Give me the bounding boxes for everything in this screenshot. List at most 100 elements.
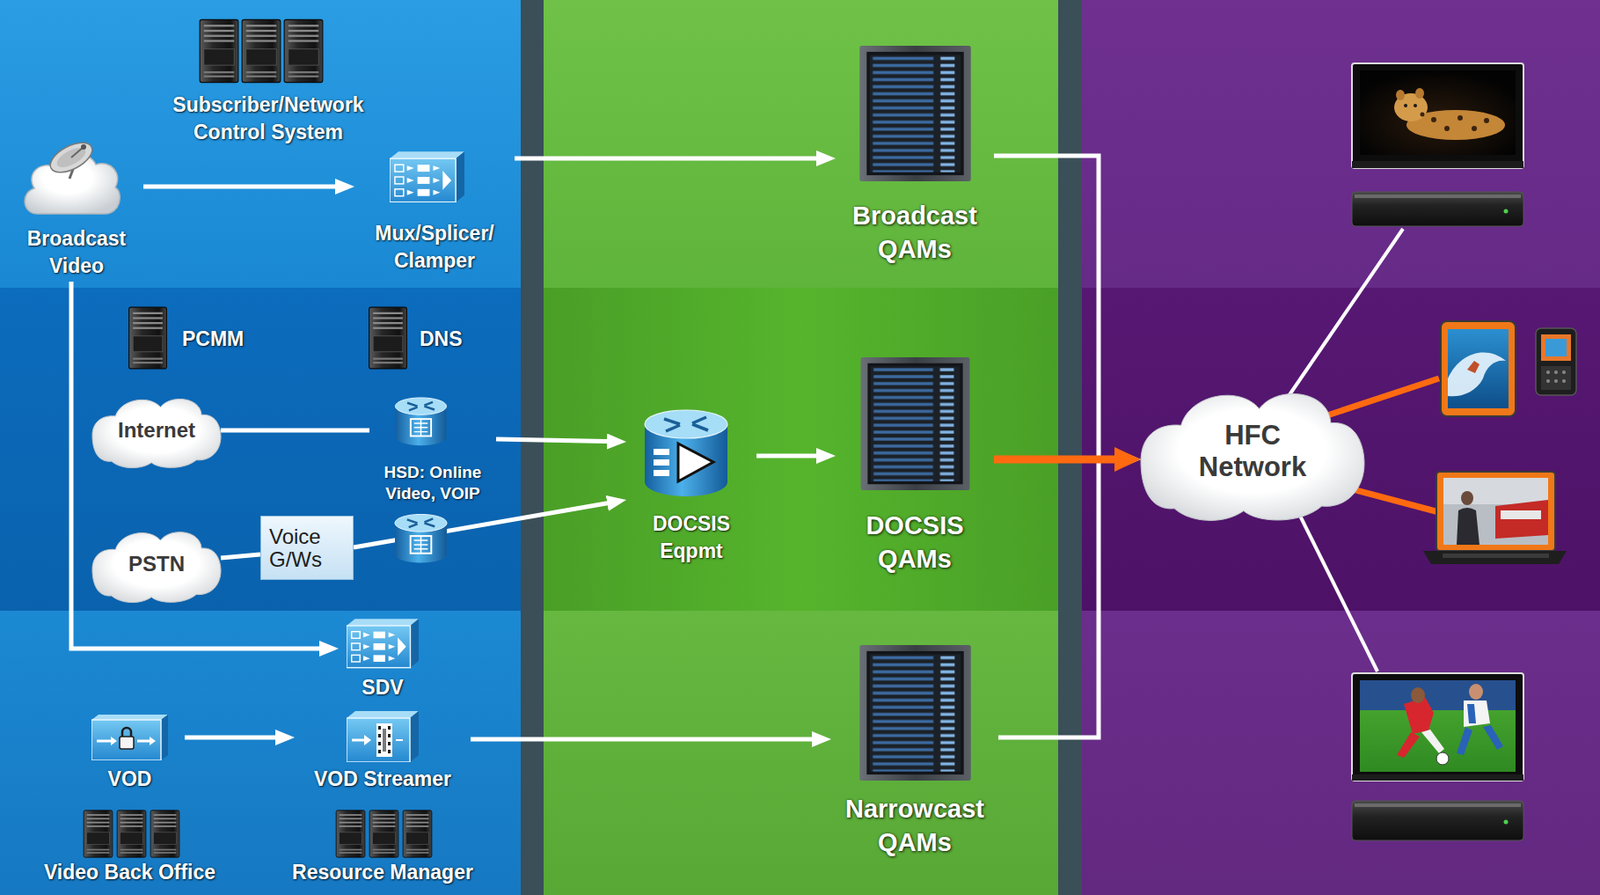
streamer-node: VOD Streamer [294,703,471,796]
server-icon [150,810,180,857]
node-label: HFC Network [1186,419,1319,483]
server-icon [199,19,239,82]
laptop-illustration [1443,477,1549,505]
tv-illustration [1359,679,1516,772]
tablet-illustration [1440,321,1516,417]
tv-illustration [1436,752,1449,765]
set-top-box [1504,209,1509,214]
tablet-illustration [1440,321,1516,417]
qam-node: DOCSIS QAMs [835,351,994,578]
tv-illustration [1403,103,1408,108]
flow-arrow [756,453,827,459]
access-band [1081,287,1600,611]
server-icon [241,19,281,82]
laptop-illustration [1500,510,1542,519]
cloud-outline [1140,394,1365,521]
mux-icon [389,151,465,202]
qam-rack [859,644,971,781]
node-label: Broadcast QAMs [840,198,990,266]
node-label: HSD: Online Video, VOIP [372,461,493,505]
hfc-drop-lines [1319,378,1440,418]
phone-illustration [1562,370,1566,374]
server-icon [116,810,147,857]
flow-arrow [71,281,330,649]
set-top-box [1351,800,1524,841]
sdv-node: SDV [338,613,427,704]
access-band [1081,610,1600,895]
cloud-outline [92,532,221,603]
node-label: Narrowcast QAMs [835,791,994,859]
flow-arrow [220,428,370,433]
set-top-box [1354,803,1521,807]
tablet-illustration [1467,360,1480,373]
network-cloud: HFC Network [1140,379,1365,523]
tv-illustration [1463,700,1491,727]
laptop-illustration [1436,471,1556,551]
flow-arrow [353,501,618,548]
laptop-illustration [1442,553,1549,558]
flow-arrow [470,737,823,742]
hfc-drop-lines [1275,228,1403,416]
node-label: PSTN [128,551,185,577]
flow-arrow [184,735,286,740]
sdv-icon [346,618,419,667]
server-icon [83,810,113,857]
phone-illustration [1554,379,1558,383]
tv-illustration [1410,686,1425,703]
node-label: VOD Streamer [314,765,452,793]
phone-illustration [1562,379,1566,383]
set-top-box [1351,191,1524,227]
set-top-box [1504,819,1509,825]
tablet-illustration [1447,328,1509,409]
flow-arrow [496,438,618,442]
tv-illustration [1351,63,1524,169]
satellite-icon [24,136,120,214]
server-icon [369,306,408,369]
gateway-box: Voice G/Ws [260,515,354,580]
network-cloud: Internet [92,391,221,469]
phone-illustration [1535,328,1577,395]
headend-band [0,610,521,895]
cmts-icon [644,409,728,497]
qam-rack [859,45,971,182]
streamer-icon [346,710,419,762]
tv-illustration [1456,726,1473,755]
node-label: Voice G/Ws [269,525,349,571]
server-icon [129,306,168,369]
node-label: Broadcast Video [14,225,139,280]
tv-illustration [1413,103,1418,108]
tv-illustration [1457,115,1463,121]
tv-illustration [1351,774,1524,781]
tv-illustration [1468,683,1484,700]
phone-illustration [1554,370,1558,374]
tv-illustration [1351,672,1524,781]
tv-illustration [1359,679,1516,710]
phone-illustration [1541,334,1571,361]
router-icon [394,513,447,563]
cmts-node: DOCSIS Eqpmt [626,402,757,567]
flow-arrow [993,455,1129,464]
flow-arrow [998,459,1133,738]
laptop-illustration [1461,490,1474,505]
laptop-illustration [1443,477,1549,545]
router-node: HSD: Online Video, VOIP [369,388,497,508]
hfc-drop-lines [1293,501,1378,672]
tv-illustration [1471,125,1477,132]
tv-illustration [1351,160,1524,169]
network-cloud: PSTN [92,524,221,604]
mux-node: Mux/Splicer/ Clamper [354,145,515,278]
access-band [1081,0,1600,288]
laptop-illustration [1456,507,1480,545]
tv-illustration [1359,70,1516,155]
server-node: Resource Manager [272,803,493,889]
laptop-illustration [1495,499,1549,539]
node-label: DOCSIS Eqpmt [638,510,745,565]
cloud-outline [92,398,221,468]
phone-illustration [1546,379,1550,383]
phone-illustration [1535,328,1577,395]
node-label: Subscriber/Network Control System [153,91,383,147]
tv-illustration [1483,117,1490,124]
